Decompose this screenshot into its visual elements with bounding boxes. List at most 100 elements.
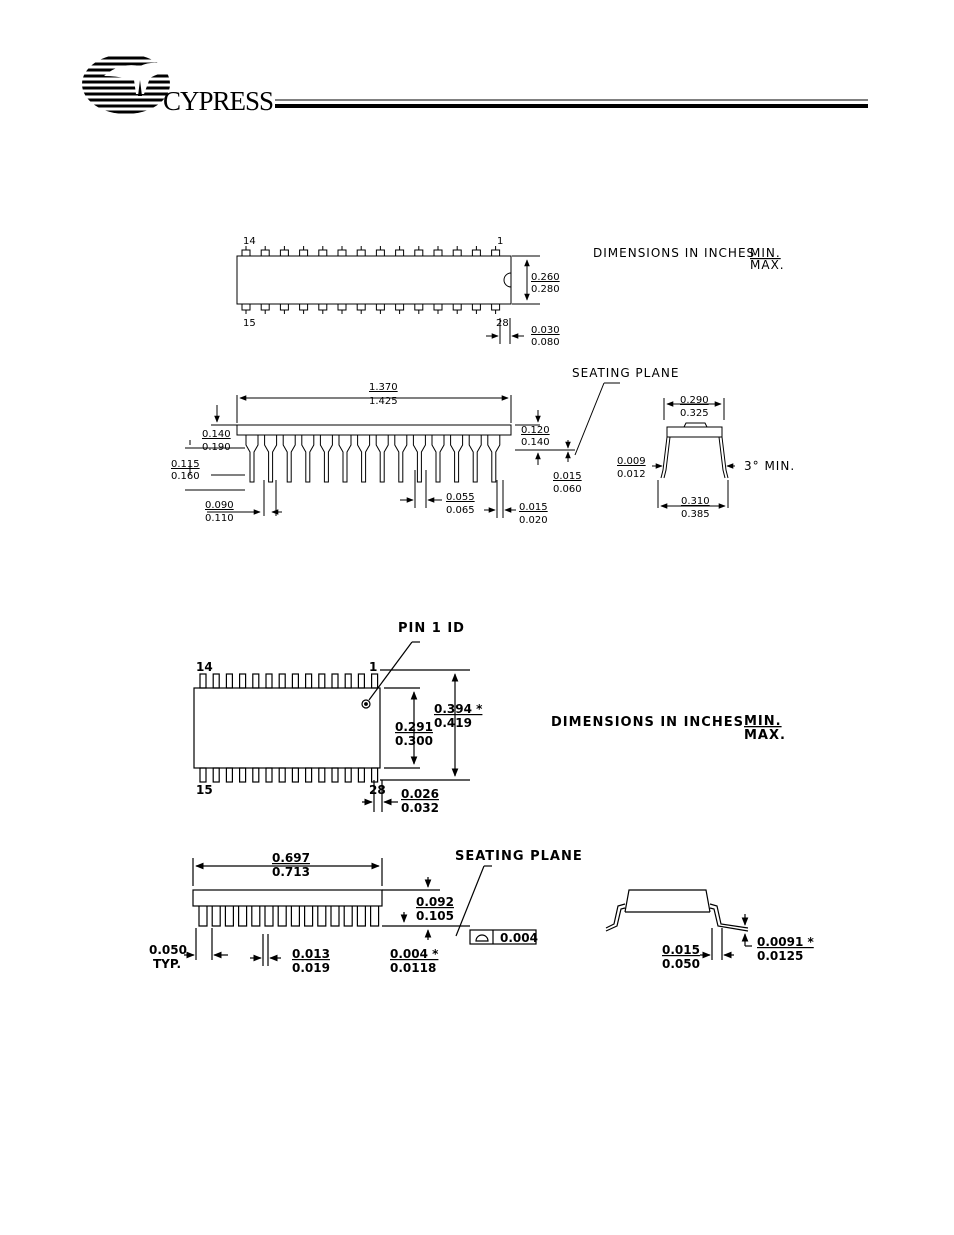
soic-dim-min: 0.697 — [272, 851, 310, 865]
dip-pin-14: 14 — [243, 236, 256, 247]
soic-dim-max: TYP. — [153, 957, 181, 971]
soic-pin — [278, 767, 286, 783]
soic-pin — [371, 673, 379, 689]
soic-pin — [344, 767, 352, 783]
soic-lead — [251, 906, 261, 927]
dip-lead — [487, 435, 501, 483]
dip-dim-min: 0.120 — [521, 425, 550, 436]
soic-pin-15: 15 — [196, 783, 213, 797]
soic-lead — [370, 906, 380, 927]
dip-pin — [318, 249, 328, 256]
dip-pin — [375, 304, 385, 311]
soic-dim-max: 0.0118 — [390, 961, 436, 975]
dip-dim-max: 0.080 — [531, 337, 560, 348]
dip-dim-max: 0.060 — [553, 484, 582, 495]
dip-dim-max: 1.425 — [369, 396, 398, 407]
dip-lead — [375, 435, 389, 483]
coplanarity-value: 0.004 — [500, 931, 538, 945]
dip-pin-28: 28 — [496, 318, 509, 329]
dip-dim-min: 0.290 — [680, 395, 709, 406]
dip-seating-plane: SEATING PLANE — [572, 366, 679, 380]
dip-pin — [491, 249, 501, 256]
dip-side-view — [185, 382, 620, 518]
soic-pin — [265, 767, 273, 783]
dip-dim-min: 0.009 — [617, 456, 646, 467]
soic-legend-max: MAX. — [744, 728, 786, 743]
soic-lead — [238, 906, 248, 927]
soic-pin — [239, 767, 247, 783]
soic-pin — [344, 673, 352, 689]
dip-pin-15: 15 — [243, 318, 256, 329]
dip-dim-min: 0.140 — [202, 429, 231, 440]
dip-pin — [452, 304, 462, 311]
soic-pin — [199, 767, 207, 783]
dip-lead — [468, 435, 482, 483]
dip-lead — [357, 435, 371, 483]
dip-angle: 3° MIN. — [744, 459, 795, 473]
soic-pin — [212, 767, 220, 783]
dip-dim-min: 0.030 — [531, 325, 560, 336]
soic-dim-max: 0.713 — [272, 865, 310, 879]
dip-pin — [241, 304, 251, 311]
dip-dim-min: 0.015 — [519, 502, 548, 513]
dip-dim-max: 0.385 — [681, 509, 710, 520]
soic-pin — [331, 673, 339, 689]
dip-dim-min: 1.370 — [369, 382, 398, 393]
dip-dim-max: 0.065 — [446, 505, 475, 516]
dip-pin — [260, 249, 270, 256]
dip-pin — [299, 249, 309, 256]
brand-name: CYPRESS — [163, 86, 273, 116]
dip-lead — [301, 435, 315, 483]
dip-pin — [375, 249, 385, 256]
soic-dim-min: 0.394 * — [434, 702, 483, 716]
soic-dim-max: 0.032 — [401, 801, 439, 815]
pin1-id-icon — [361, 699, 371, 709]
soic-pin — [357, 673, 365, 689]
soic-dim-min: 0.015 — [662, 943, 700, 957]
dip-dim-max: 0.280 — [531, 284, 560, 295]
dip-pin — [395, 249, 405, 256]
dip-lead — [338, 435, 352, 483]
soic-lead — [317, 906, 327, 927]
soic-legend: DIMENSIONS IN INCHES — [551, 715, 744, 730]
soic-pin — [225, 767, 233, 783]
soic-dim-min: 0.013 — [292, 947, 330, 961]
soic-lead — [356, 906, 366, 927]
dip-pin — [414, 249, 424, 256]
soic-pin — [318, 673, 326, 689]
soic-pin — [212, 673, 220, 689]
dip-dim-max: 0.012 — [617, 469, 646, 480]
soic-lead — [290, 906, 300, 927]
dip-legend: DIMENSIONS IN INCHES — [593, 246, 755, 260]
dip-pin — [395, 304, 405, 311]
soic-pin — [305, 673, 313, 689]
dip-dim-max: 0.325 — [680, 408, 709, 419]
dip-pin-1: 1 — [497, 236, 503, 247]
soic-dim-min: 0.0091 * — [757, 935, 814, 949]
soic-end-view — [605, 889, 752, 960]
soic-dim-max: 0.0125 — [757, 949, 803, 963]
dip-pin — [356, 304, 366, 311]
dip-lead — [412, 435, 426, 483]
soic-lead — [264, 906, 274, 927]
pin1-id-label: PIN 1 ID — [398, 621, 465, 636]
soic-dim-max: 0.300 — [395, 734, 433, 748]
soic-pin — [265, 673, 273, 689]
dip-pin — [433, 249, 443, 256]
dip-pin — [241, 249, 251, 256]
soic-pin — [305, 767, 313, 783]
soic-dim-max: 0.019 — [292, 961, 330, 975]
dip-pin — [433, 304, 443, 311]
soic-dim-max: 0.050 — [662, 957, 700, 971]
dip-lead — [394, 435, 408, 483]
dip-top-view — [236, 246, 512, 314]
dip-dim-max: 0.160 — [171, 471, 200, 482]
dip-pin — [414, 304, 424, 311]
soic-package-drawing — [184, 641, 752, 966]
dip-pin — [491, 304, 501, 311]
dip-pin — [337, 249, 347, 256]
dip-dim-min: 0.310 — [681, 496, 710, 507]
dip-end-view — [652, 398, 735, 509]
soic-lead — [304, 906, 314, 927]
